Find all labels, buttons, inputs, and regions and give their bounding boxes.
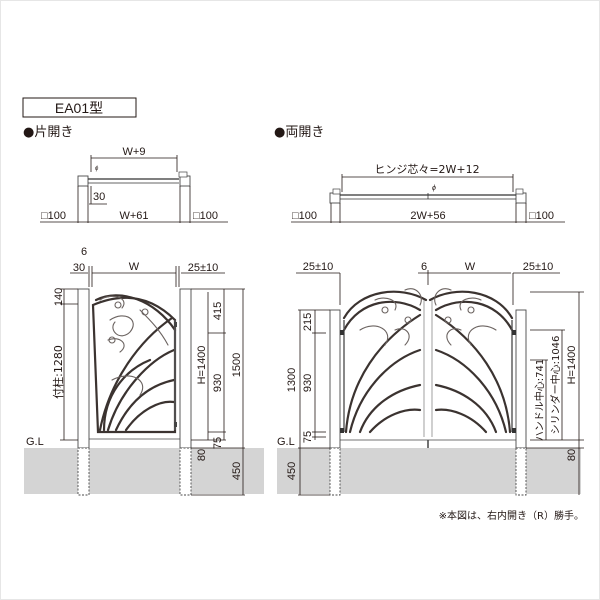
single-middle-section: 930 [212, 374, 224, 392]
single-swing-heading: ●片開き [23, 125, 73, 140]
double-plan-post-left: □100 [292, 210, 317, 222]
single-plan-leaf-depth: 30 [93, 191, 105, 203]
double-center-gap: 6 [421, 261, 427, 273]
double-latch-gap-left: 25±10 [303, 261, 334, 273]
double-plan-post-right: □100 [529, 210, 554, 222]
double-elevation: 25±10 6 W 25±10 [277, 261, 584, 496]
model-title-box: EA01型 [22, 97, 137, 118]
single-gate-ornament [91, 294, 177, 434]
double-embed-depth: 450 [286, 462, 298, 480]
double-plan-hinge-centers: ヒンジ芯々=2W+12 [374, 162, 479, 176]
double-gate-ornament-left [340, 288, 428, 437]
single-embed-depth: 450 [231, 462, 243, 480]
footnote: ※本図は、右内開き（R）勝手。 [439, 509, 584, 522]
single-elevation: 6 30 W 25±10 [26, 246, 245, 496]
svg-text:ϕ: ϕ [95, 166, 99, 172]
svg-text:ϕ: ϕ [432, 185, 436, 192]
single-attached-post: 付柱:1280 [51, 345, 65, 399]
double-gate-height: H=1400 [566, 346, 578, 385]
double-upper-section: 215 [302, 313, 314, 331]
double-swing-heading: ●両開き [274, 125, 324, 140]
single-plan-top-width: W+9 [123, 146, 146, 158]
ground-left [24, 448, 264, 494]
single-post-offset: 30 [73, 262, 85, 274]
double-plan-view: ヒンジ芯々=2W+12 ϕ 2W+56 □100 □100 [291, 162, 565, 223]
double-ground-gap: 80 [566, 449, 578, 461]
single-bottom-section: 75 [212, 437, 224, 449]
single-plan-view: W+9 ϕ 30 W+61 □100 □100 [40, 146, 228, 223]
double-width: W [465, 261, 476, 273]
double-plan-bottom-width: 2W+56 [410, 210, 445, 222]
single-plan-post-left: □100 [41, 210, 66, 222]
double-gate-ornament-right [428, 288, 516, 437]
double-cylinder-center: シリンダー中心:1046 [549, 336, 562, 435]
double-latch-gap-right: 25±10 [523, 261, 554, 273]
model-title: EA01型 [55, 100, 103, 116]
single-ground-label: G.L [26, 436, 44, 448]
single-total-post: 1500 [231, 353, 243, 377]
double-post-height: 1300 [286, 368, 298, 392]
single-upper-section: 415 [212, 302, 224, 320]
single-plan-post-right: □100 [193, 210, 218, 222]
double-handle-center: ハンドル中心:741 [533, 359, 546, 441]
single-post-top-extra: 140 [53, 288, 65, 306]
ground-right [277, 448, 581, 494]
single-width: W [129, 261, 140, 273]
double-middle-section: 930 [302, 374, 314, 392]
single-latch-gap: 25±10 [188, 262, 219, 274]
single-gate-height: H=1400 [196, 346, 208, 385]
single-hinge-gap: 6 [81, 246, 87, 258]
single-ground-gap: 80 [196, 449, 208, 461]
double-bottom-section: 75 [302, 431, 314, 443]
double-ground-label: G.L [277, 436, 295, 448]
single-plan-bottom-width: W+61 [119, 210, 148, 222]
